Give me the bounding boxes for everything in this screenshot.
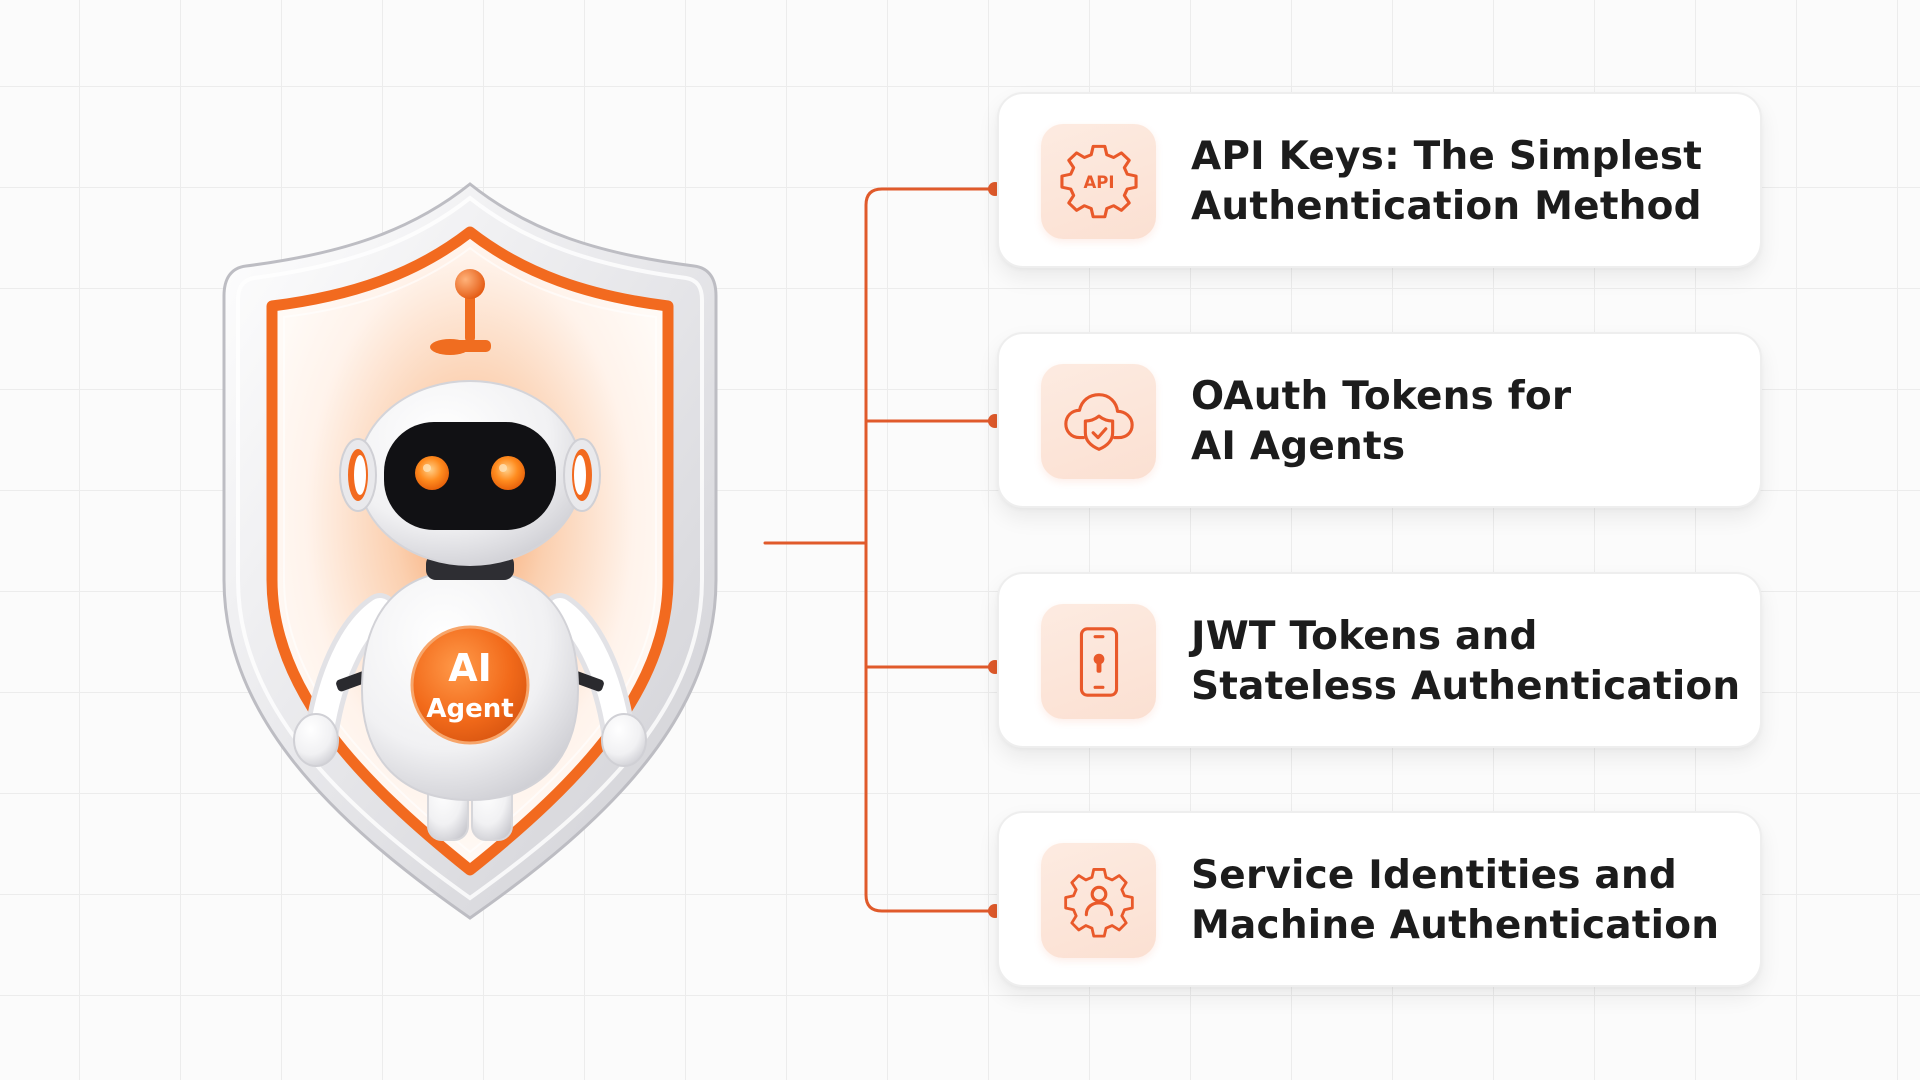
icon-tile	[1041, 843, 1156, 958]
ai-agent-badge	[410, 625, 530, 745]
spine-line	[864, 187, 996, 913]
item-title: Service Identities and Machine Authentic…	[1191, 853, 1720, 948]
badge-text-ai: AI	[448, 646, 492, 690]
item-title: OAuth Tokens for AI Agents	[1191, 374, 1572, 469]
api-icon-label: API	[1083, 172, 1114, 191]
item-card-api-keys: API API Keys: The Simplest Authenticatio…	[997, 92, 1762, 268]
phone-lock-icon	[1079, 626, 1118, 697]
item-card-oauth: OAuth Tokens for AI Agents	[997, 332, 1762, 508]
icon-tile	[1041, 364, 1156, 479]
cloud-shield-icon	[1063, 392, 1134, 451]
item-card-service-identities: Service Identities and Machine Authentic…	[997, 811, 1762, 987]
shield-robot-illustration: AI Agent	[222, 182, 718, 920]
gear-user-icon	[1063, 867, 1134, 938]
api-gear-icon: API	[1059, 144, 1138, 218]
robot: AI Agent	[293, 269, 647, 841]
icon-tile	[1041, 604, 1156, 719]
icon-tile: API	[1041, 124, 1156, 239]
item-card-jwt: JWT Tokens and Stateless Authentication	[997, 572, 1762, 748]
badge-text-agent: Agent	[426, 694, 513, 724]
item-title: API Keys: The Simplest Authentication Me…	[1191, 134, 1703, 229]
item-title: JWT Tokens and Stateless Authentication	[1191, 614, 1741, 709]
